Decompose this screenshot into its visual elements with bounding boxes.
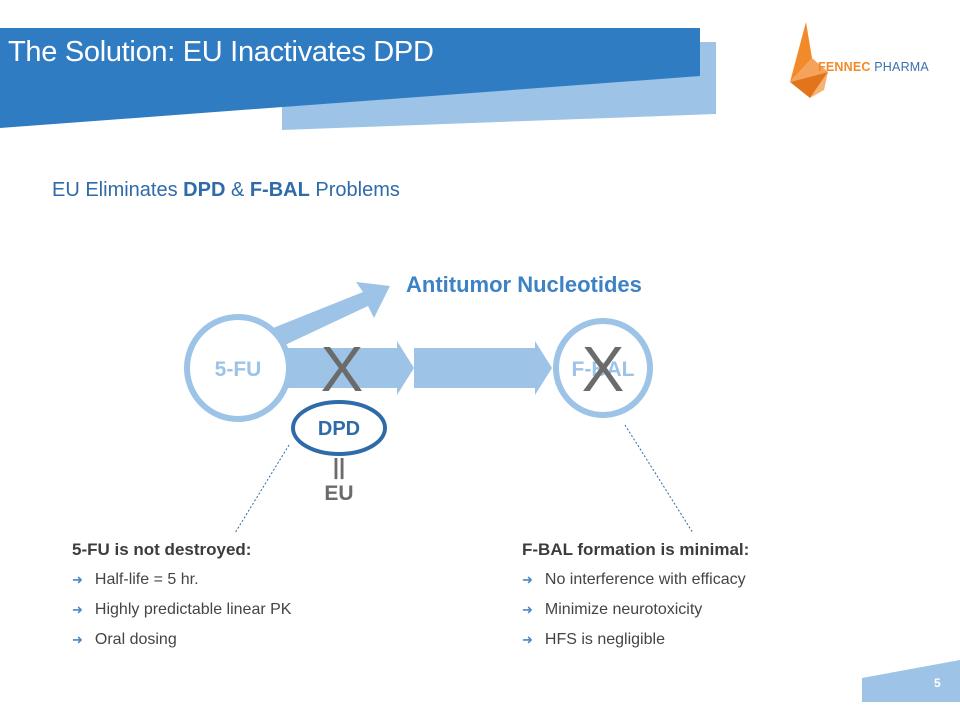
list-item: ➜ Half-life = 5 hr. [72,570,291,590]
title-band [0,28,716,130]
arrow-to-nucleotides [258,282,390,352]
list-item: ➜ HFS is negligible [522,630,749,650]
fennec-logo-icon [790,22,828,98]
node-5fu-circle [184,314,292,422]
list-item-text: Half-life = 5 hr. [94,571,199,588]
arrow-right-icon: ➜ [72,602,83,617]
list-item: ➜ Oral dosing [72,630,291,650]
node-dpd-ellipse [291,400,387,456]
left-column: 5-FU is not destroyed: ➜ Half-life = 5 hr… [72,540,291,660]
block-mark-5fu: X [321,333,364,405]
subtitle-part2: & [225,179,250,201]
logo-wordmark: FENNEC PHARMA [818,60,929,74]
output-label: Antitumor Nucleotides [406,272,642,297]
callout-line-left [234,444,290,534]
list-item-text: Highly predictable linear PK [94,601,292,618]
list-item: ➜ No interference with efficacy [522,570,749,590]
node-5fu-label: 5-FU [215,358,262,381]
title-band-dark [0,28,700,128]
list-item-text: HFS is negligible [544,631,665,648]
left-column-list: ➜ Half-life = 5 hr. ➜ Highly predictable l… [72,570,291,650]
node-fbal-label: F-BAL [572,358,635,381]
arrow-5fu-to-dpd [282,341,414,395]
block-mark-fbal: X [582,333,625,405]
arrow-right-icon: ➜ [522,572,533,587]
subtitle-part1: EU Eliminates [52,179,184,201]
logo-name-part1: FENNEC [818,60,871,74]
node-eu-label: EU [324,482,353,505]
page-number: 5 [934,676,941,690]
list-item: ➜ Minimize neurotoxicity [522,600,749,620]
right-column-list: ➜ No interference with efficacy ➜ Minimize… [522,570,749,650]
arrow-right-icon: ➜ [522,632,533,647]
arrow-to-fbal [414,341,552,395]
subtitle-bold-fbal: F-BAL [249,179,310,201]
equals-sign: || [333,454,345,479]
right-column: F-BAL formation is minimal: ➜ No interfer… [522,540,749,660]
pathway-diagram: 5-FU F-BAL X X Antitumor Nucleotides DPD… [184,272,694,534]
page-number-badge [862,660,960,702]
node-dpd-label: DPD [318,418,360,440]
logo-name-part2: PHARMA [870,60,929,74]
list-item: ➜ Highly predictable linear PK [72,600,291,620]
list-item-text: Minimize neurotoxicity [544,601,703,618]
list-item-text: No interference with efficacy [544,571,746,588]
slide-subtitle: EU Eliminates DPD & F-BAL Problems [52,179,400,202]
left-column-heading: 5-FU is not destroyed: [72,540,252,559]
arrow-right-icon: ➜ [522,602,533,617]
slide-title: The Solution: EU Inactivates DPD [8,36,434,68]
callout-line-right [624,424,694,534]
subtitle-part3: Problems [309,179,400,201]
right-column-heading: F-BAL formation is minimal: [522,540,750,559]
subtitle-bold-dpd: DPD [183,179,226,201]
node-fbal-circle [553,318,653,418]
list-item-text: Oral dosing [94,631,177,648]
arrow-right-icon: ➜ [72,572,83,587]
arrow-right-icon: ➜ [72,632,83,647]
